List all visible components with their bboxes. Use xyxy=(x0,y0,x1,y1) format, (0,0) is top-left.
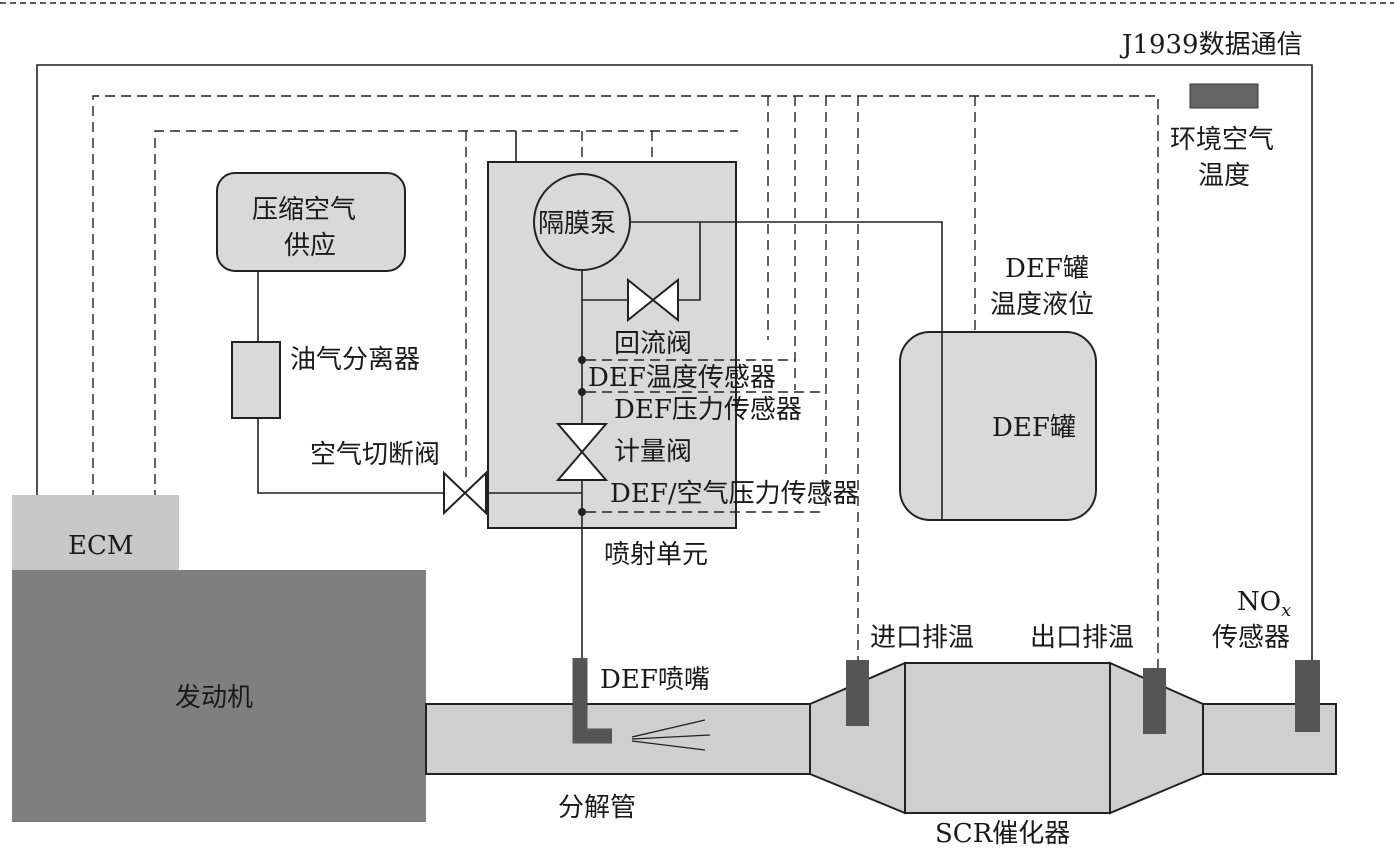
outlet-temp-sensor xyxy=(1143,668,1166,734)
nox-label-main: NO xyxy=(1237,587,1281,617)
nox-label-2: 传感器 xyxy=(1212,623,1290,653)
spray-line-2 xyxy=(631,734,711,740)
air-pressure-sensor-node xyxy=(578,508,586,516)
engine-label: 发动机 xyxy=(175,683,253,713)
nox-sensor xyxy=(1295,660,1320,732)
air-cutoff-valve-label: 空气切断阀 xyxy=(310,440,440,470)
def-nozzle-label: DEF喷嘴 xyxy=(600,665,710,695)
engine-box xyxy=(12,570,426,822)
def-tank-level-label-2: 温度液位 xyxy=(990,290,1094,320)
air-cutoff-valve-left xyxy=(443,470,467,516)
decomposition-tube-label: 分解管 xyxy=(558,793,636,823)
ambient-temp-label-2: 温度 xyxy=(1198,161,1250,191)
compressed-air-label-1: 压缩空气 xyxy=(252,195,356,225)
inlet-temp-sensor xyxy=(846,660,869,726)
ambient-temp-label-1: 环境空气 xyxy=(1170,125,1274,155)
return-valve-label: 回流阀 xyxy=(614,329,692,359)
air-cutoff-valve-right xyxy=(463,470,487,516)
metering-valve-top xyxy=(555,423,609,454)
inlet-temp-label: 进口排温 xyxy=(870,623,974,653)
ambient-temp-sensor xyxy=(1189,83,1259,109)
separator-to-valve-line xyxy=(257,418,444,494)
def-tank-box xyxy=(899,331,1097,521)
spray-line-1 xyxy=(631,719,706,738)
def-air-pressure-sensor-label: DEF/空气压力传感器 xyxy=(610,479,859,509)
def-nozzle xyxy=(572,658,612,744)
def-tank-level-label-1: DEF罐 xyxy=(1005,254,1089,284)
metering-valve-bottom xyxy=(555,450,609,481)
def-tank-label: DEF罐 xyxy=(992,413,1076,443)
j1939-bus-line xyxy=(36,64,1313,660)
return-valve-left xyxy=(627,277,655,323)
compressed-air-label-2: 供应 xyxy=(284,231,336,261)
decomposition-tube xyxy=(425,703,811,775)
return-valve-right xyxy=(651,277,679,323)
oil-gas-separator-box xyxy=(231,341,281,419)
nox-label-sub: x xyxy=(1281,600,1291,621)
diaphragm-pump-label: 隔膜泵 xyxy=(538,209,616,239)
compressed-air-box xyxy=(216,172,406,272)
def-temp-sensor-label: DEF温度传感器 xyxy=(588,363,776,393)
injection-unit-label: 喷射单元 xyxy=(604,540,708,570)
temp-sensor-node xyxy=(578,356,586,364)
signal-line-inner xyxy=(154,130,738,500)
pressure-sensor-node xyxy=(578,388,586,396)
scr-catalyst-body xyxy=(904,662,1111,814)
signal-line-outer xyxy=(92,95,1159,668)
nox-label-1: NOx xyxy=(1237,587,1291,621)
def-pressure-sensor-label: DEF压力传感器 xyxy=(614,395,802,425)
j1939-label: J1939数据通信 xyxy=(1119,30,1303,60)
metering-valve-label: 计量阀 xyxy=(614,437,692,467)
spray-line-3 xyxy=(631,740,706,751)
outlet-temp-label: 出口排温 xyxy=(1030,623,1134,653)
oil-gas-separator-label: 油气分离器 xyxy=(290,345,420,375)
scr-catalyst-label: SCR催化器 xyxy=(935,819,1070,849)
ecm-label: ECM xyxy=(68,531,134,561)
return-loop-right xyxy=(678,222,701,301)
